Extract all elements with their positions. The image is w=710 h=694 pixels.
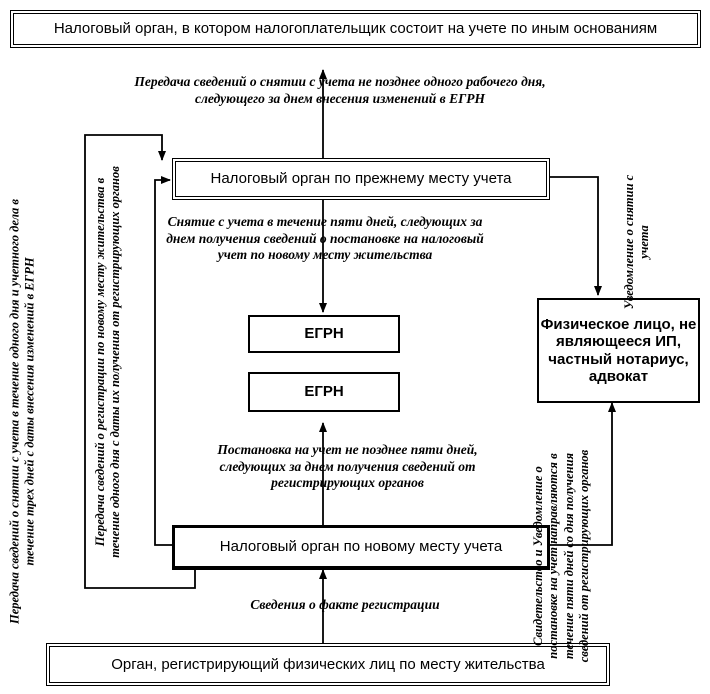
new-place-tax-authority-box: Налоговый орган по новому месту учета <box>172 525 550 570</box>
top-tax-authority-box: Налоговый орган, в котором налогоплатель… <box>10 10 701 48</box>
note-registration-fact: Сведения о факте регистрации <box>250 597 440 612</box>
note-right-lower: Свидетельство и Уведомление о постановке… <box>531 449 591 663</box>
note-transfer-deregistration: Передача сведений о снятии с учета не по… <box>134 74 546 106</box>
registrar-box: Орган, регистрирующий физических лиц по … <box>46 643 610 686</box>
note-left-inner: Передача сведений о регистрации по новом… <box>93 166 123 558</box>
arrow-left-outer <box>84 134 196 589</box>
egrn-box-1: ЕГРН <box>248 315 400 353</box>
arrow-left-inner <box>154 176 172 546</box>
note-right-upper: Уведомление о снятии с учета <box>622 174 652 310</box>
egrn-box-2: ЕГРН <box>248 372 400 412</box>
arrow-right-upper <box>550 176 602 296</box>
note-registration-5-days: Постановка на учет не позднее пяти дней,… <box>217 442 478 491</box>
note-left-outer: Передача сведений о снятии с учета в теч… <box>7 199 37 625</box>
arrow-right-lower <box>550 402 616 546</box>
prev-place-tax-authority-box: Налоговый орган по прежнему месту учета <box>172 158 550 200</box>
person-box: Физическое лицо, не являющееся ИП, частн… <box>537 298 700 403</box>
note-deregistration-5-days: Снятие с учета в течение пяти дней, след… <box>166 214 484 263</box>
